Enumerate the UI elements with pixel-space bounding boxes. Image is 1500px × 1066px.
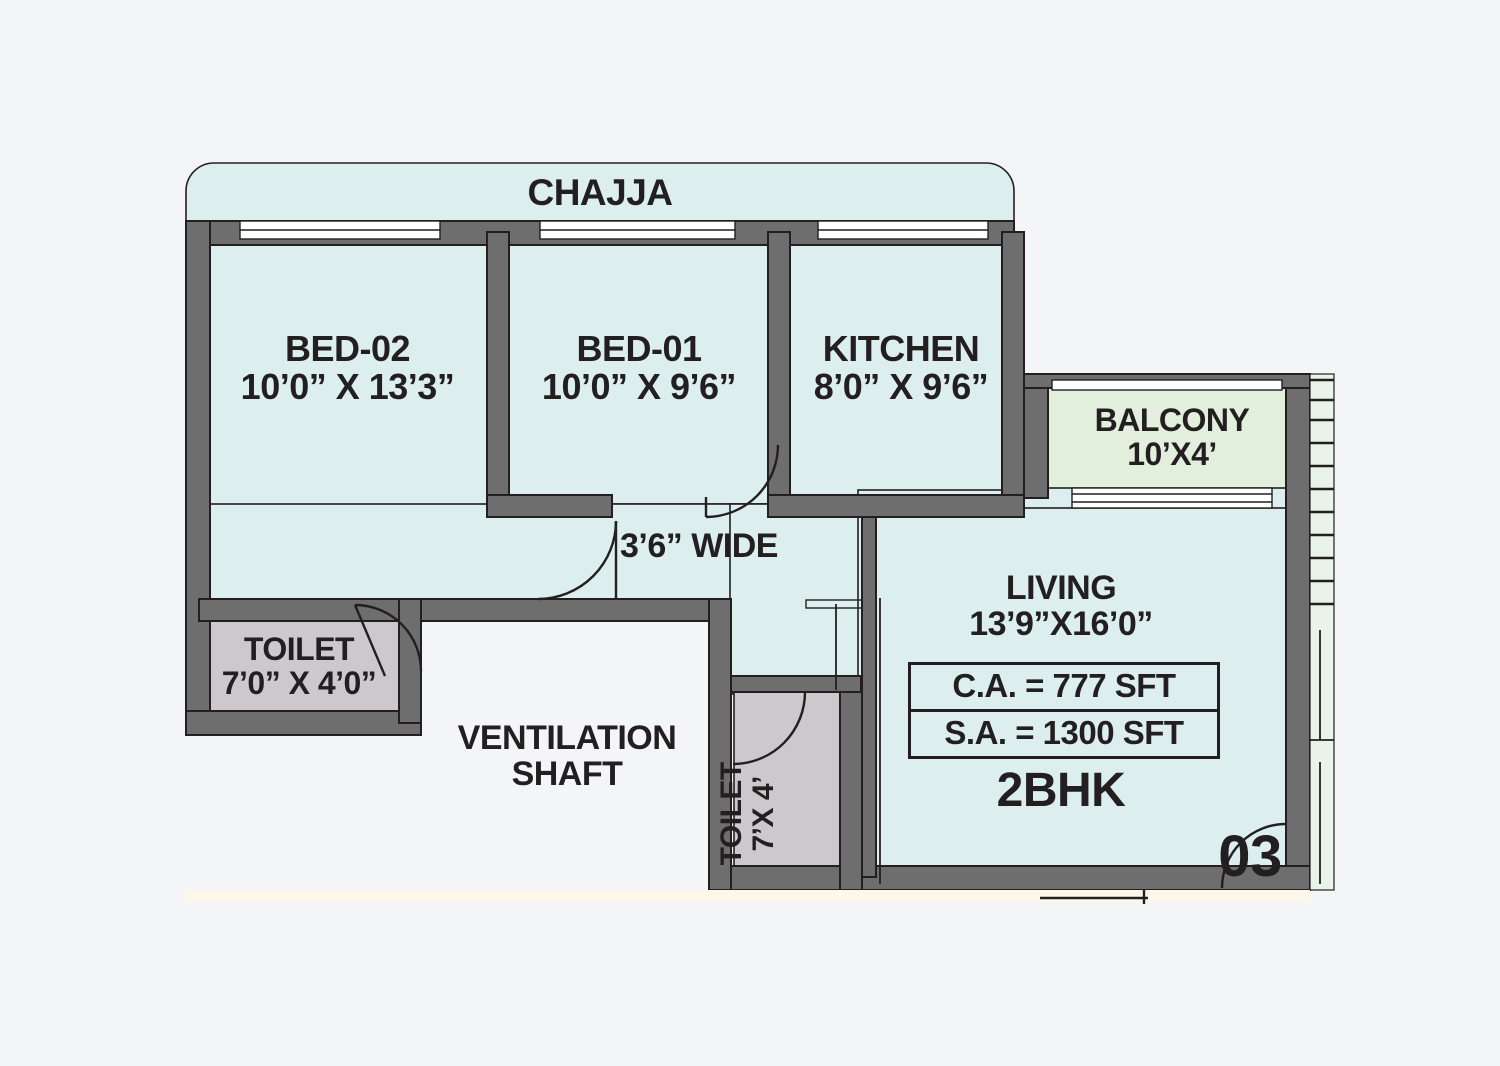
area-table-row-saleable: S.A. = 1300 SFT (944, 714, 1184, 751)
entrance-threshold (186, 890, 1310, 904)
room-bed01-fill (507, 231, 771, 505)
room-living-fill (857, 489, 1299, 891)
room-toilet1-fill (198, 604, 408, 724)
windows (239, 220, 1283, 509)
area-table: C.A. = 777 SFT S.A. = 1300 SFT (908, 662, 1220, 759)
door-main-entrance (1220, 822, 1287, 889)
ventilation-shaft-void (407, 613, 727, 913)
door-toilet1 (354, 603, 423, 672)
corridor-fill-2 (729, 503, 871, 695)
room-kitchen-fill (787, 231, 1013, 505)
room-balcony-fill (1045, 387, 1299, 489)
door-toilet2 (732, 691, 807, 766)
room-toilet2-fill (733, 689, 841, 887)
area-table-row-carpet: C.A. = 777 SFT (911, 665, 1217, 712)
doors (353, 444, 1287, 889)
door-bed02 (537, 520, 618, 601)
interior-walls (198, 231, 1025, 891)
living-door-jamb (805, 598, 881, 884)
door-bed01 (705, 444, 780, 519)
right-exterior-ledge (1309, 373, 1335, 891)
